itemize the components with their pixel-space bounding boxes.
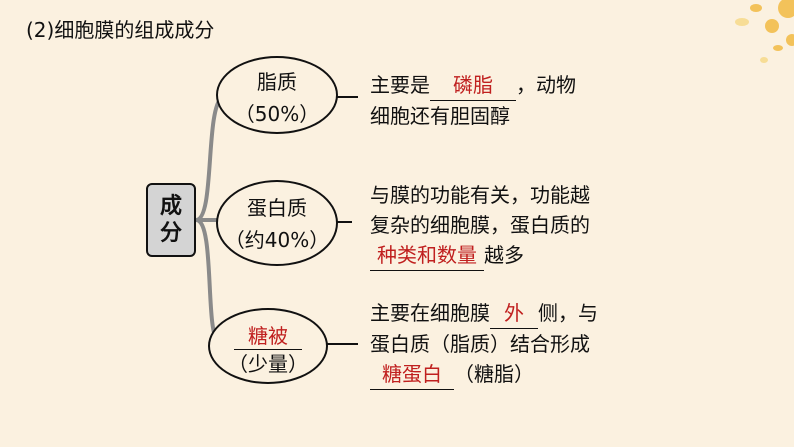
connector-bottom (195, 218, 220, 344)
oval-protein: 蛋白质 （约40%） (216, 180, 338, 266)
protein-answer-blank: 种类和数量 (370, 240, 484, 271)
protein-line2: 复杂的细胞膜，蛋白质的 (370, 213, 590, 237)
glyco-answer-blank-1: 外 (490, 298, 538, 329)
lipid-line1-prefix: 主要是 (370, 73, 430, 97)
oval-protein-percent: （约40%） (224, 228, 330, 252)
protein-description: 与膜的功能有关，功能越 复杂的细胞膜，蛋白质的 种类和数量越多 (370, 180, 590, 271)
section-title: (2)细胞膜的组成成分 (26, 18, 215, 42)
glyco-answer-blank-2: 糖蛋白 (370, 359, 454, 390)
flower-decoration (735, 0, 794, 63)
connector-top (195, 95, 224, 222)
protein-line1: 与膜的功能有关，功能越 (370, 183, 590, 207)
glyco-line2: 蛋白质（脂质）结合形成 (370, 332, 590, 356)
glyco-line3-suffix: （糖脂） (454, 362, 534, 386)
oval-protein-label: 蛋白质 (247, 196, 307, 220)
lipid-line2: 细胞还有胆固醇 (370, 104, 510, 128)
oval-glycocalyx-answer: 糖被 (234, 320, 302, 350)
glyco-line1-prefix: 主要在细胞膜 (370, 301, 490, 325)
center-char-1: 成 (159, 194, 182, 219)
oval-lipid-percent: （50%） (234, 102, 320, 126)
oval-lipid: 脂质 （50%） (216, 56, 338, 134)
center-char-2: 分 (159, 221, 182, 246)
lipid-answer-blank: 磷脂 (430, 70, 516, 101)
lipid-description: 主要是磷脂，动物 细胞还有胆固醇 (370, 70, 576, 131)
glycocalyx-description: 主要在细胞膜外侧，与 蛋白质（脂质）结合形成 糖蛋白（糖脂） (370, 298, 598, 390)
glyco-line1-suffix: 侧，与 (538, 301, 598, 325)
protein-line3-suffix: 越多 (484, 243, 524, 267)
lipid-line1-suffix: ，动物 (516, 73, 576, 97)
oval-lipid-label: 脂质 (257, 70, 297, 94)
center-label-box: 成 分 (146, 183, 196, 257)
oval-glycocalyx: 糖被 （少量） (208, 308, 328, 384)
oval-glycocalyx-amount: （少量） (228, 352, 308, 376)
